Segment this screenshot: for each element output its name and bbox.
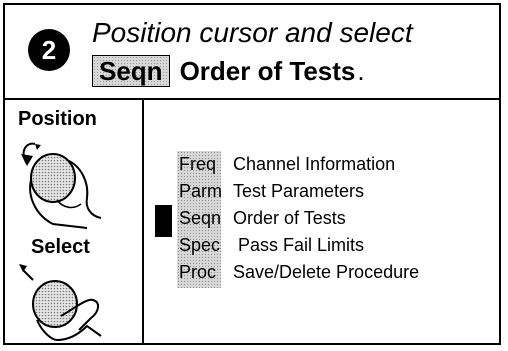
controls-column: Position Select	[5, 98, 144, 343]
menu-item-description: Channel Information	[233, 154, 396, 174]
instruction-target-label: Order of Tests	[179, 55, 356, 86]
instruction-period: .	[357, 55, 365, 86]
menu-item-description: Order of Tests	[233, 208, 346, 228]
softkey-label: Parm	[179, 181, 223, 201]
softkey-seqn-chip: Seqn	[92, 55, 170, 87]
step-number-badge: 2	[28, 29, 70, 71]
softkey-label: Proc	[179, 262, 217, 282]
softkey-label: Spec	[179, 235, 221, 255]
menu-item-seqn[interactable]: Seqn Order of Tests	[151, 205, 346, 232]
instruction-text-line1: Position cursor and select	[92, 17, 413, 48]
menu-item-parm[interactable]: Parm Test Parameters	[151, 178, 364, 205]
softkey-column	[177, 151, 221, 288]
position-knob-icon[interactable]	[17, 138, 107, 230]
softkey-menu: Freq Channel Information Parm Test Param…	[151, 147, 501, 301]
menu-item-description: Test Parameters	[233, 181, 365, 201]
instruction-text-line2: Seqn Order of Tests .	[92, 55, 365, 87]
instruction-panel: 2 Position cursor and select Seqn Order …	[3, 3, 501, 345]
menu-item-description: Save/Delete Procedure	[233, 262, 420, 282]
softkey-label: Freq	[179, 154, 217, 174]
menu-item-proc[interactable]: Proc Save/Delete Procedure	[151, 259, 419, 286]
select-label: Select	[31, 236, 90, 258]
position-label: Position	[18, 108, 97, 130]
softkey-label: Seqn	[179, 208, 222, 228]
instruction-header: 2 Position cursor and select Seqn Order …	[5, 5, 499, 100]
menu-item-spec[interactable]: Spec Pass Fail Limits	[151, 232, 364, 259]
selection-cursor-marker	[155, 205, 172, 237]
menu-item-description: Pass Fail Limits	[233, 235, 365, 255]
menu-item-freq[interactable]: Freq Channel Information	[151, 151, 395, 178]
select-knob-icon[interactable]	[17, 260, 117, 346]
